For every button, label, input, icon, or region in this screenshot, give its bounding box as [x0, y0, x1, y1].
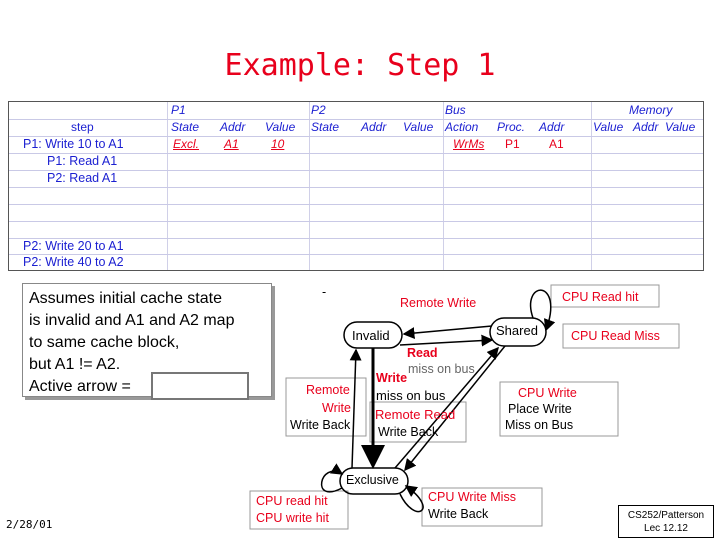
label-write-back-left: Write Back [290, 418, 351, 432]
state-exclusive-label: Exclusive [346, 473, 399, 487]
label-place-write: Place Write [508, 402, 572, 416]
header-bus-addr: Addr [539, 120, 565, 134]
edge-cpu-read-hit [530, 289, 556, 332]
header-p1-state: State [171, 120, 200, 134]
header-p2-value: Value [403, 120, 434, 134]
label-remote-write-2: Write [322, 401, 351, 415]
table-row [9, 204, 703, 222]
step-cell: P1: Read A1 [47, 154, 118, 168]
header-bus-proc: Proc. [497, 120, 526, 134]
column-divider [167, 102, 168, 270]
slide-title: Example: Step 1 [224, 48, 496, 83]
edge-read-miss [399, 334, 494, 347]
header-p1-addr: Addr [220, 120, 246, 134]
table-row: P2: Read A1 [9, 170, 703, 188]
header-bus-action: Action [445, 120, 479, 134]
column-divider [309, 102, 310, 270]
table-row: P2: Write 20 to A1 [9, 238, 703, 255]
label-cpu-write: CPU Write [518, 386, 577, 400]
p1-value-cell: 10 [271, 137, 285, 151]
label-read-miss-on-bus: miss on bus [408, 362, 475, 376]
state-shared-label: Shared [496, 323, 538, 338]
note-line: but A1 != A2. [29, 356, 121, 373]
header-p1-value: Value [265, 120, 296, 134]
label-write: Write [376, 371, 408, 385]
slide-date: 2/28/01 [6, 518, 53, 531]
course-label: CS252/Patterson Lec 12.12 [618, 505, 714, 538]
table-row: P2: Write 40 to A2 [9, 254, 703, 270]
step-cell: P2: Write 40 to A2 [23, 255, 124, 269]
table-row [9, 187, 703, 205]
bus-proc-cell: P1 [505, 137, 520, 151]
header-mem-addr: Addr [633, 120, 659, 134]
column-header-row: step State Addr Value State Addr Value A… [9, 119, 703, 137]
box-cpu-hit [249, 490, 349, 530]
header-p2-state: State [311, 120, 340, 134]
table-row: P1: Read A1 [9, 153, 703, 171]
label-remote-write: Remote Write [400, 296, 477, 310]
group-p1: P1 [171, 103, 186, 117]
label-write-miss-on-bus: miss on bus [376, 388, 446, 403]
table-row: P1: Write 10 to A1 Excl. A1 10 WrMs P1 A… [9, 136, 703, 154]
p1-state-cell: Excl. [173, 137, 200, 151]
active-arrow-swatch [151, 372, 249, 400]
edge-cpu-write [404, 345, 506, 472]
step-cell: P2: Read A1 [47, 171, 118, 185]
edge-remote-read [394, 346, 499, 469]
header-step: step [71, 120, 94, 134]
table-row [9, 221, 703, 239]
step-cell: P2: Write 20 to A1 [23, 239, 124, 253]
active-arrow-label: Active arrow = [29, 378, 131, 395]
assumption-note: Assumes initial cache state is invalid a… [22, 283, 272, 400]
label-cpu-write-hit: CPU write hit [256, 511, 329, 525]
course-line-2: Lec 12.12 [644, 523, 688, 534]
bus-addr-cell: A1 [549, 137, 564, 151]
edge-cpu-write-miss [399, 485, 424, 513]
label-write-back-mid: Write Back [378, 425, 439, 439]
box-cpu-read-hit [550, 284, 660, 308]
label-cpu-read-hit-2: CPU read hit [256, 494, 328, 508]
column-divider [443, 102, 444, 270]
label-miss-on-bus: Miss on Bus [505, 418, 574, 432]
label-cpu-write-miss: CPU Write Miss [428, 490, 516, 504]
label-remote-read: Remote Read [375, 407, 456, 422]
group-p2: P2 [311, 103, 326, 117]
dash-label: - [322, 285, 327, 299]
course-line-1: CS252/Patterson [627, 510, 705, 521]
label-cpu-read-miss: CPU Read Miss [571, 329, 660, 343]
state-table: P1 P2 Bus Memory step State Addr Value S… [8, 101, 704, 271]
state-shared-node [489, 317, 547, 347]
edge-cpu-hit [320, 463, 344, 493]
note-line: is invalid and A1 and A2 map [29, 312, 235, 329]
p1-addr-cell: A1 [224, 137, 239, 151]
group-header-row: P1 P2 Bus Memory [9, 102, 703, 120]
box-remote-write [285, 377, 367, 437]
edge-remote-write-back [349, 348, 362, 469]
group-bus: Bus [445, 103, 466, 117]
label-remote: Remote [306, 383, 350, 397]
box-cpu-write [499, 381, 619, 437]
box-cpu-read-miss [562, 323, 680, 349]
label-read: Read [407, 346, 438, 360]
bus-action-cell: WrMs [453, 137, 485, 151]
edge-remote-write [402, 325, 493, 340]
note-line: Assumes initial cache state [29, 290, 222, 307]
header-bus-value: Value [593, 120, 624, 134]
state-invalid-label: Invalid [352, 328, 390, 343]
label-write-back-bottom: Write Back [428, 507, 489, 521]
group-memory: Memory [629, 103, 673, 117]
column-divider [591, 102, 592, 270]
header-p2-addr: Addr [361, 120, 387, 134]
step-cell: P1: Write 10 to A1 [23, 137, 124, 151]
label-cpu-read-hit: CPU Read hit [562, 290, 639, 304]
box-cpu-write-miss [421, 487, 543, 527]
note-line: to same cache block, [29, 334, 180, 351]
header-mem-value: Value [665, 120, 696, 134]
